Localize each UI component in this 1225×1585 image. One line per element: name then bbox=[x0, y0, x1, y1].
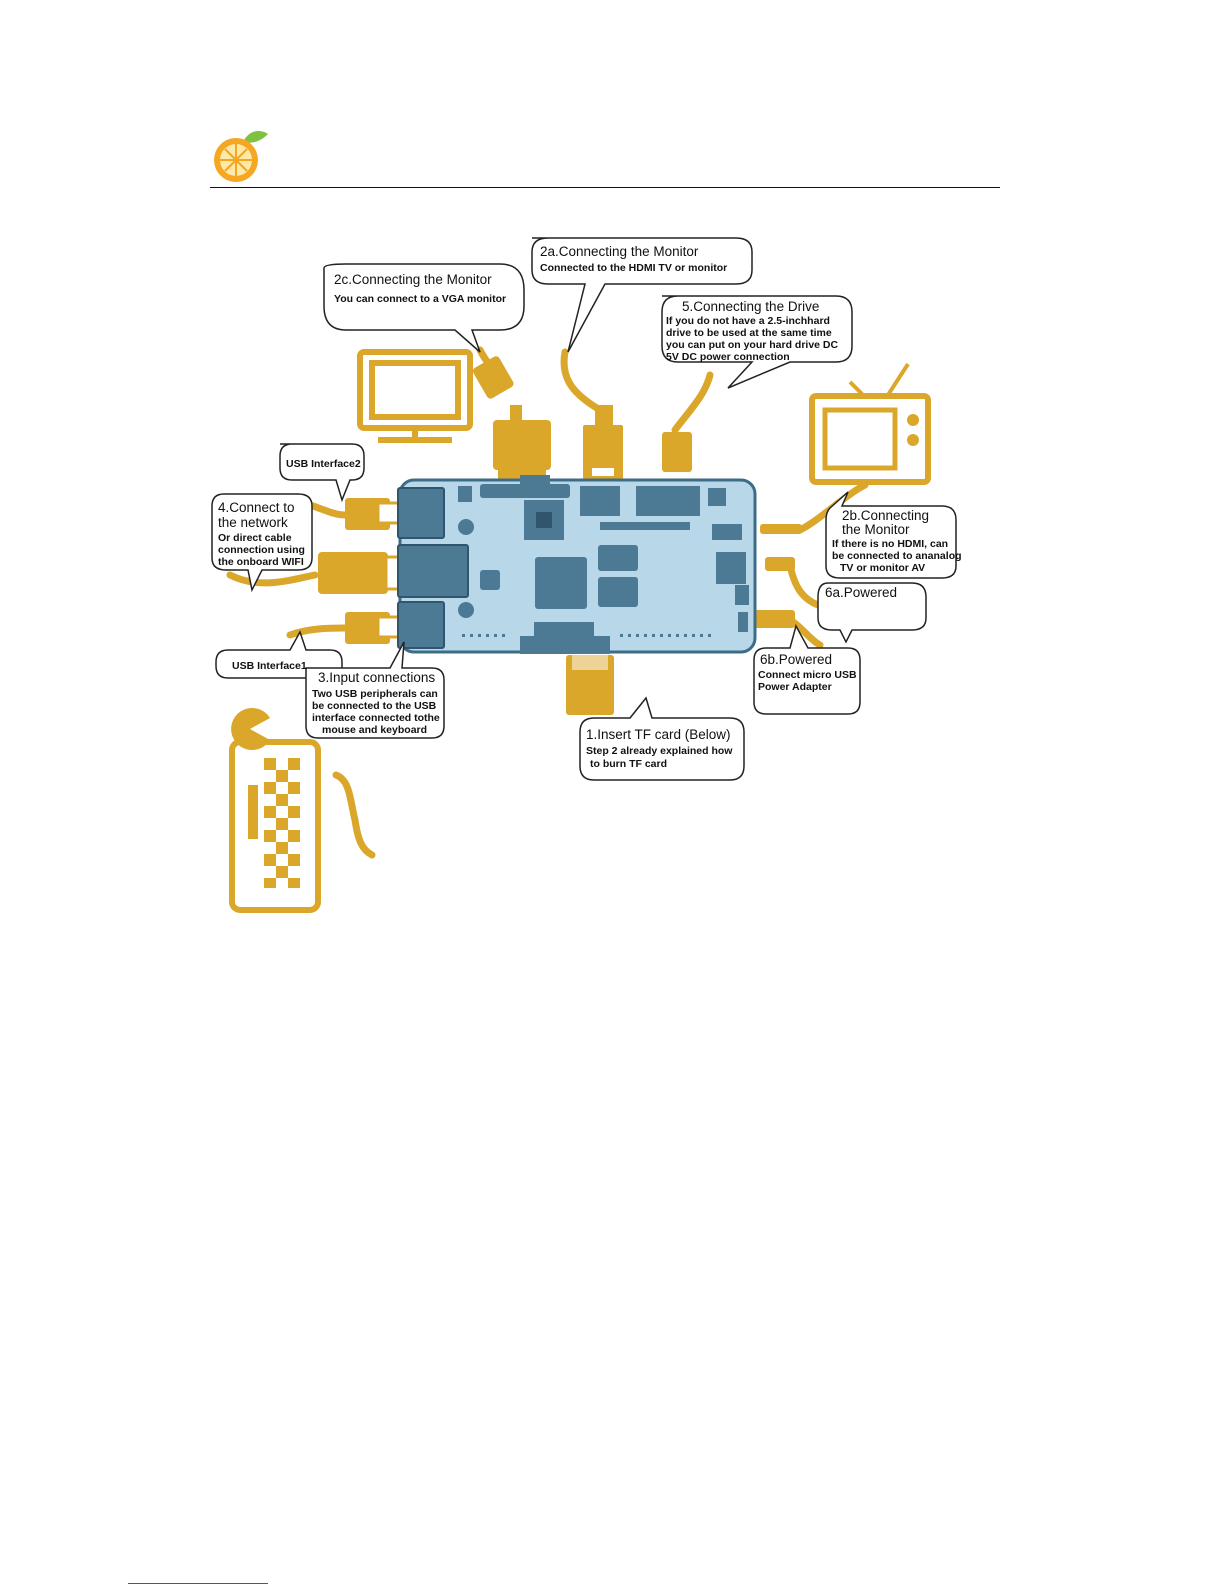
callout-6a: 6a.Powered bbox=[825, 585, 897, 600]
drive-power-cable bbox=[671, 371, 714, 434]
board bbox=[397, 475, 757, 654]
orange-logo-icon bbox=[214, 131, 268, 182]
callout-5-title: 5.Connecting the Drive bbox=[682, 299, 819, 314]
callout-2b-title-2: the Monitor bbox=[842, 522, 910, 537]
callout-2a-line-1: Connected to the HDMI TV or monitor bbox=[540, 262, 727, 274]
callout-3-line-2: be connected to the USB bbox=[312, 700, 437, 712]
network-cable bbox=[226, 571, 319, 587]
callout-2c: 2c.Connecting the Monitor You can connec… bbox=[334, 272, 506, 305]
callout-2b-line-1: If there is no HDMI, can bbox=[832, 538, 948, 550]
callout-2c-title: 2c.Connecting the Monitor bbox=[334, 272, 492, 287]
callout-3-title: 3.Input connections bbox=[318, 670, 435, 685]
callout-usb1-title: USB Interface1 bbox=[232, 660, 307, 672]
callout-6b-title: 6b.Powered bbox=[760, 652, 832, 667]
hdmi-cable bbox=[560, 348, 604, 414]
callout-2b: 2b.Connecting the Monitor If there is no… bbox=[832, 508, 962, 574]
callout-6b-line-1: Connect micro USB bbox=[758, 669, 857, 681]
callout-usb1: USB Interface1 bbox=[232, 660, 307, 672]
tv-icon bbox=[809, 362, 931, 485]
power-plug-a bbox=[765, 557, 795, 571]
callout-6b-line-2: Power Adapter bbox=[758, 681, 832, 693]
power-plug-b bbox=[750, 610, 795, 628]
callout-4-title-2: the network bbox=[218, 515, 288, 530]
callout-usb2: USB Interface2 bbox=[286, 458, 361, 470]
header-rule bbox=[210, 187, 1000, 188]
callout-3-line-4: mouse and keyboard bbox=[322, 724, 427, 736]
callout-4-line-1: Or direct cable bbox=[218, 532, 292, 544]
callout-1-line-2: to burn TF card bbox=[590, 758, 667, 770]
callout-6a-title: 6a.Powered bbox=[825, 585, 897, 600]
keyboard-cable bbox=[332, 771, 376, 859]
callout-4: 4.Connect to the network Or direct cable… bbox=[218, 500, 305, 568]
callout-5-line-2: drive to be used at the same time bbox=[666, 327, 832, 339]
callout-2b-line-3: TV or monitor AV bbox=[840, 562, 925, 574]
usb2-cable bbox=[306, 501, 349, 519]
callout-6b: 6b.Powered Connect micro USB Power Adapt… bbox=[758, 652, 857, 693]
callout-2a: 2a.Connecting the Monitor Connected to t… bbox=[540, 244, 727, 274]
callout-2c-line-1: You can connect to a VGA monitor bbox=[334, 293, 506, 305]
callout-4-title: 4.Connect to bbox=[218, 500, 295, 515]
vga-plug bbox=[493, 420, 551, 470]
hdmi-plug bbox=[583, 425, 623, 480]
callout-3: 3.Input connections Two USB peripherals … bbox=[312, 670, 440, 736]
callout-5-line-3: you can put on your hard drive DC bbox=[666, 339, 839, 351]
callout-3-line-3: interface connected tothe bbox=[312, 712, 440, 724]
callout-3-line-1: Two USB peripherals can bbox=[312, 688, 438, 700]
keyboard-icon bbox=[229, 739, 321, 913]
callout-5: 5.Connecting the Drive If you do not hav… bbox=[666, 299, 839, 363]
ethernet-plug bbox=[318, 552, 388, 594]
cables bbox=[226, 346, 869, 859]
callout-2a-title: 2a.Connecting the Monitor bbox=[540, 244, 699, 259]
callout-1-line-1: Step 2 already explained how bbox=[586, 745, 733, 757]
usb1-cable bbox=[286, 624, 349, 639]
callout-bubbles bbox=[211, 237, 957, 781]
callout-1: 1.Insert TF card (Below) Step 2 already … bbox=[586, 727, 733, 770]
callout-usb2-title: USB Interface2 bbox=[286, 458, 361, 470]
power-cable-a bbox=[786, 561, 822, 609]
callout-5-line-1: If you do not have a 2.5-inchhard bbox=[666, 315, 830, 327]
callout-4-line-2: connection using bbox=[218, 544, 305, 556]
callout-4-line-3: the onboard WIFI bbox=[218, 556, 304, 568]
callout-2b-title: 2b.Connecting bbox=[842, 508, 929, 523]
callout-1-title: 1.Insert TF card (Below) bbox=[586, 727, 731, 742]
footer-link-underline bbox=[128, 1583, 268, 1584]
callout-2b-line-2: be connected to ananalog bbox=[832, 550, 962, 562]
monitor-icon bbox=[357, 349, 473, 443]
drive-power-plug bbox=[662, 432, 692, 472]
callout-5-line-4: 5V DC power connection bbox=[666, 351, 790, 363]
av-plug bbox=[760, 524, 802, 534]
